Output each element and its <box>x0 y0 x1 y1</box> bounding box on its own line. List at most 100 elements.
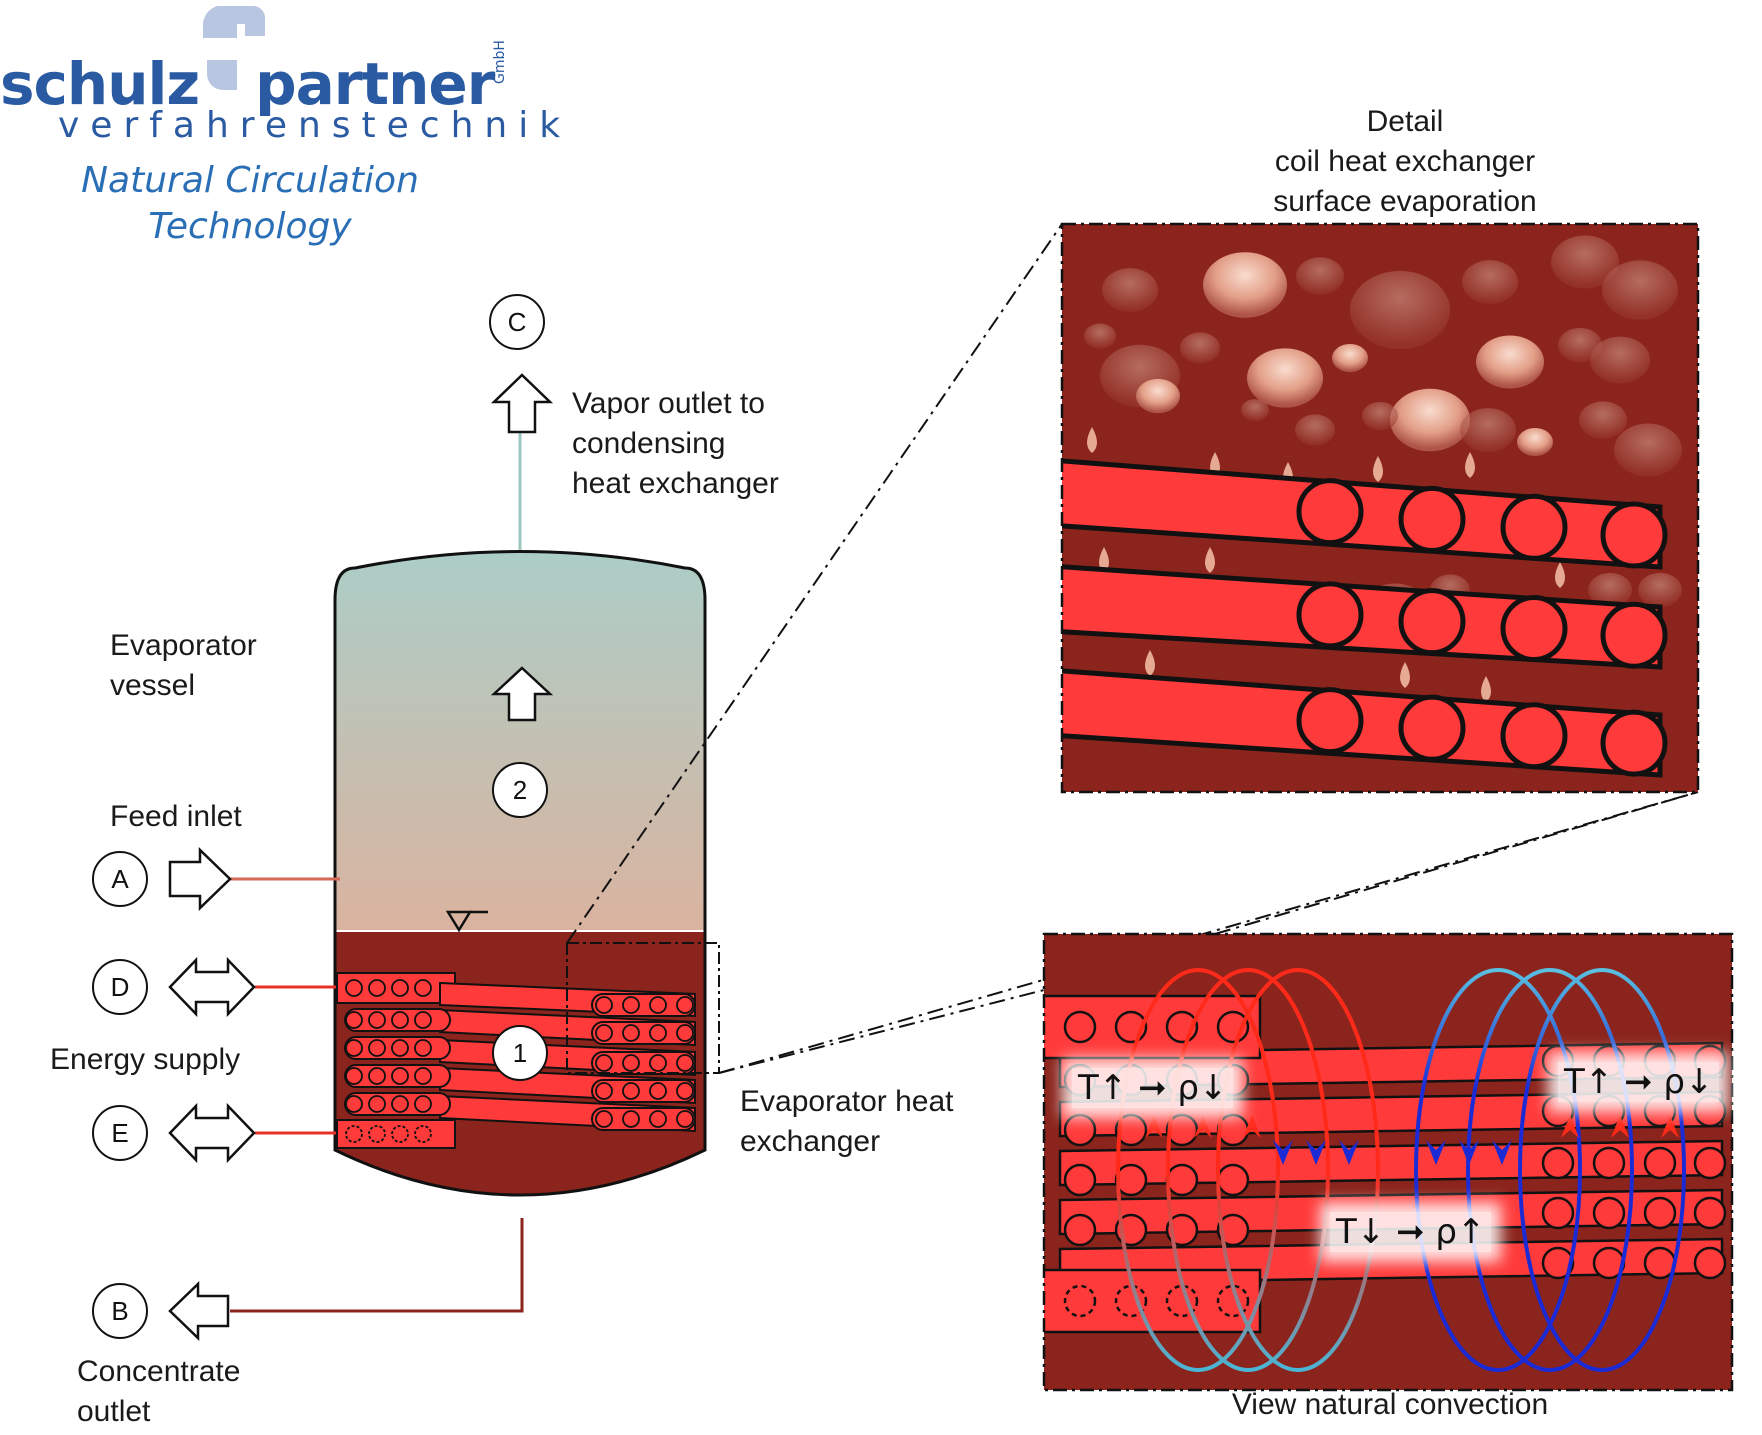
tube-circle <box>676 1024 694 1042</box>
vapor-bubble <box>1390 388 1470 452</box>
droplet <box>1145 650 1155 676</box>
marker-a: A <box>92 851 148 907</box>
conv-tube-circle <box>1114 1113 1148 1147</box>
vapor-bubble <box>1558 327 1602 363</box>
vapor-outlet-arrow-icon <box>490 373 554 434</box>
marker-one: 1 <box>492 1025 548 1081</box>
label-evap-hx-2: exchanger <box>740 1125 881 1158</box>
vapor-bubble <box>1638 572 1682 608</box>
vapor-bubble <box>1588 572 1632 608</box>
label-vapor-outlet: Vapor outlet to condensing heat exchange… <box>572 384 779 504</box>
flow-arrow-up-icon <box>1145 1115 1163 1138</box>
droplet <box>1555 562 1565 588</box>
label-vapor-1: Vapor outlet to <box>572 387 765 420</box>
detail-tube-circle <box>1296 478 1364 546</box>
formula-hot-left: T↑ ➞ ρ↓ <box>1072 1068 1234 1108</box>
vapor-bubble <box>1517 427 1553 457</box>
conv-tube-circle <box>1693 1246 1727 1280</box>
vapor-bubble <box>1102 268 1158 312</box>
flow-arrow-down-icon <box>1459 1140 1479 1165</box>
marker-d: D <box>92 959 148 1015</box>
vapor-bubbles <box>1084 235 1682 702</box>
tube-circle <box>622 1024 640 1042</box>
label-convection: View natural convection <box>1231 1388 1549 1421</box>
tube-circle <box>368 1039 386 1057</box>
logo-name-right: partner <box>255 50 495 118</box>
tube-circle <box>676 1110 694 1128</box>
tube-circle <box>595 996 613 1014</box>
conv-tube-circle <box>1541 1146 1575 1180</box>
vapor-bubble <box>1241 399 1269 421</box>
conv-tube-circle <box>1541 1196 1575 1230</box>
droplet <box>1465 452 1475 478</box>
conv-tube-circle <box>1643 1196 1677 1230</box>
detail-tube-circle <box>1600 601 1668 669</box>
tube-circle <box>345 1095 363 1113</box>
detail-tube-circle <box>1600 501 1668 569</box>
tagline: Natural Circulation Technology <box>40 158 460 250</box>
flow-arrow-down-icon <box>1492 1140 1512 1165</box>
concentrate-arrow-icon <box>168 1281 230 1341</box>
vapor-bubble <box>1579 401 1627 439</box>
flow-arrow-up-icon <box>1194 1115 1212 1138</box>
vapor-bubble <box>1462 260 1518 304</box>
detail-tube-circle <box>1398 694 1466 762</box>
conv-tube-circle <box>1216 1163 1250 1197</box>
tube-circle <box>595 1054 613 1072</box>
vapor-bubble <box>1295 414 1335 446</box>
flow-arrow-down-icon <box>1273 1140 1293 1165</box>
tube-circle <box>595 1082 613 1100</box>
formula-cold: T↓ ➞ ρ↑ <box>1330 1212 1492 1252</box>
conv-tube-circle <box>1165 1163 1199 1197</box>
vapor-bubble <box>1084 323 1116 349</box>
feed-inlet-arrow-icon <box>168 847 232 911</box>
conv-tube-circle <box>1541 1246 1575 1280</box>
convection-tubes <box>1044 994 1727 1334</box>
label-concentrate-1: Concentrate <box>77 1355 241 1388</box>
label-detail-1: Detail <box>1366 105 1444 138</box>
flow-arrow-down-icon <box>1426 1140 1446 1165</box>
tube-circle <box>676 1054 694 1072</box>
tube-circle <box>345 1011 363 1029</box>
vapor-flow-arrow-icon <box>490 666 554 722</box>
label-vapor-3: heat exchanger <box>572 467 779 500</box>
tube-circle <box>622 996 640 1014</box>
label-energy-supply: Energy supply <box>50 1043 241 1076</box>
tube-circle <box>622 1110 640 1128</box>
tube-circle <box>676 1082 694 1100</box>
label-evaporator-vessel-1: Evaporator <box>110 629 257 662</box>
label-detail-3: surface evaporation <box>1273 185 1537 218</box>
flow-arrow-up-icon <box>1243 1115 1261 1138</box>
label-evaporator-vessel: Evaporator vessel <box>110 626 257 706</box>
tube-circle <box>414 1039 432 1057</box>
vapor-bubble <box>1476 335 1544 389</box>
detail-tube-circle <box>1296 687 1364 755</box>
detail-tube-circle <box>1398 588 1466 656</box>
vessel-outline <box>333 550 707 1197</box>
conv-tube-circle <box>1693 1146 1727 1180</box>
tube-circle <box>414 1095 432 1113</box>
tube-circle <box>649 1024 667 1042</box>
energy-e-double-arrow-icon <box>168 1102 256 1164</box>
conv-tube-circle <box>1643 1146 1677 1180</box>
vapor-bubble <box>1296 257 1344 295</box>
label-evap-hx-1: Evaporator heat <box>740 1085 954 1118</box>
conv-tube-circle <box>1063 1213 1097 1247</box>
vapor-bubble <box>1614 423 1682 477</box>
tagline-line-2: Technology <box>148 206 352 247</box>
tube-circle <box>595 1110 613 1128</box>
tagline-line-1: Natural Circulation <box>81 160 419 201</box>
detail-panel <box>1062 224 1698 792</box>
droplet <box>1205 547 1215 573</box>
tube-circle <box>595 1024 613 1042</box>
label-vapor-2: condensing <box>572 427 726 460</box>
conv-tube-circle <box>1693 1196 1727 1230</box>
detail-tube-circle <box>1500 493 1568 561</box>
vessel-coil-tubes <box>345 979 694 1143</box>
convection-loops <box>1116 968 1686 1372</box>
label-concentrate-2: outlet <box>77 1395 151 1428</box>
label-feed-inlet: Feed inlet <box>110 800 242 833</box>
vapor-bubble <box>1350 271 1450 349</box>
flow-arrow-down-icon <box>1339 1140 1359 1165</box>
